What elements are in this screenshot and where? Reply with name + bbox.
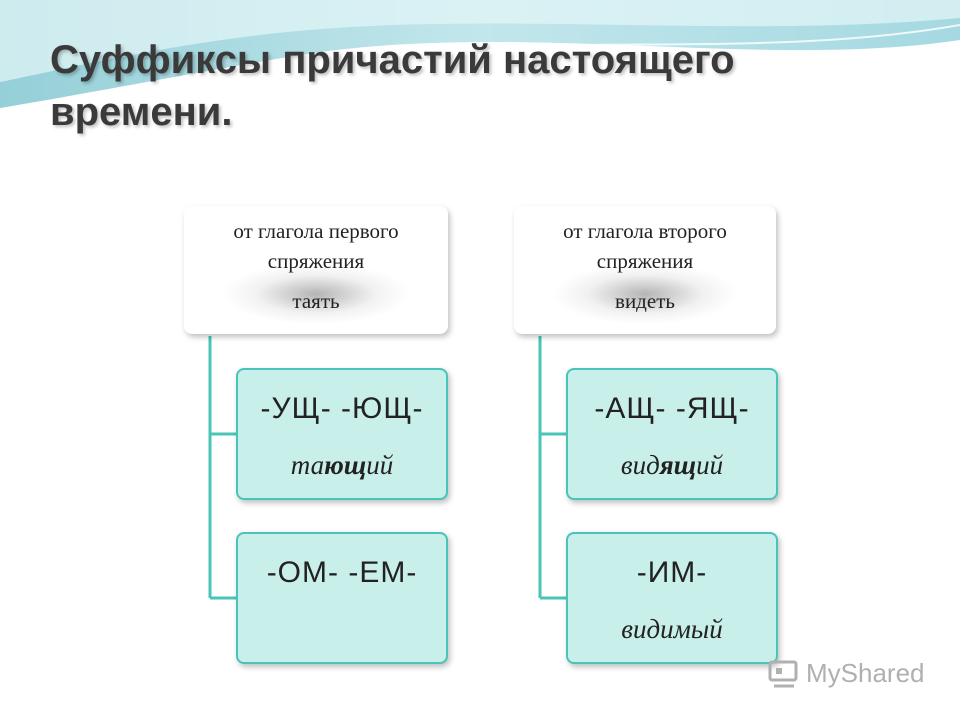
parent-verb: таять: [292, 289, 340, 313]
parent-header: от глагола второго спряжения: [563, 219, 727, 273]
child-node-im: -ИМ- видимый: [566, 532, 778, 664]
watermark-text: MyShared: [806, 658, 925, 688]
myshared-logo-icon: [768, 660, 798, 688]
example-ending: ий: [696, 450, 724, 480]
suffix-label: -АЩ- -ЯЩ-: [594, 392, 750, 425]
right-connector: [538, 336, 568, 600]
suffix-label: -ИМ-: [636, 556, 708, 589]
example-prefix: та: [290, 450, 325, 480]
parent-node-first-conjugation: от глагола первого спряжения таять: [184, 206, 448, 334]
example-word: тающий: [238, 450, 446, 481]
example-highlight: ящ: [659, 450, 697, 480]
example-prefix: вид: [620, 450, 660, 480]
example-ending: ий: [366, 450, 394, 480]
background-wave: [0, 0, 960, 108]
child-node-om-em: -ОМ- -ЕМ-: [236, 532, 448, 664]
example-word: видимый: [621, 614, 723, 644]
child-node-ushch-yushch: -УЩ- -ЮЩ- тающий: [236, 368, 448, 500]
example-highlight: ющ: [324, 450, 367, 480]
left-connector: [208, 336, 238, 600]
parent-node-second-conjugation: от глагола второго спряжения видеть: [514, 206, 776, 334]
suffix-label: -ОМ- -ЕМ-: [266, 556, 418, 589]
glow-decoration: [554, 264, 736, 324]
parent-verb: видеть: [615, 289, 675, 313]
example-word: видящий: [568, 450, 776, 481]
suffix-label: -УЩ- -ЮЩ-: [260, 392, 424, 425]
parent-header: от глагола первого спряжения: [233, 219, 399, 273]
glow-decoration: [224, 264, 408, 324]
child-node-ashch-yashch: -АЩ- -ЯЩ- видящий: [566, 368, 778, 500]
slide-title: Суффиксы причастий настоящего времени.: [50, 38, 735, 134]
